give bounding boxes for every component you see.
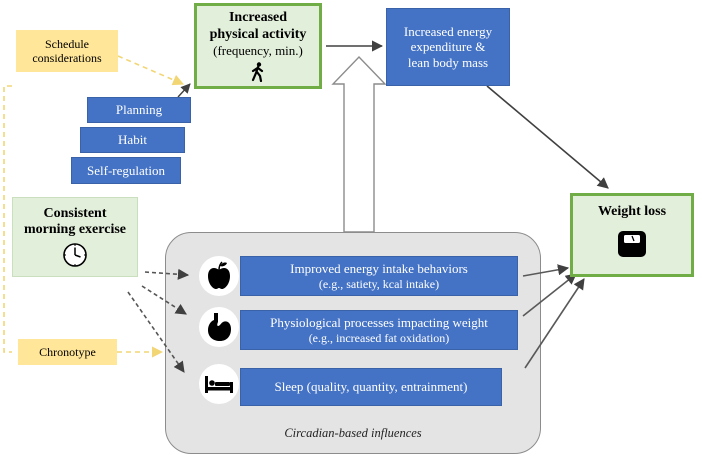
intake-behaviors-box: Improved energy intake behaviors (e.g., … <box>240 256 518 296</box>
planning-to-activity-arrow <box>177 83 191 98</box>
morning-exercise-box: Consistent morning exercise <box>12 197 138 277</box>
morning-exercise-line1: Consistent <box>43 205 107 221</box>
bed-icon <box>205 376 233 393</box>
activity-title-line2: physical activity <box>209 26 307 42</box>
chronotype-text: Chronotype <box>39 344 96 359</box>
sleep-to-weightloss-arrow <box>524 278 585 369</box>
apple-icon <box>208 261 230 289</box>
person-walking-icon <box>251 61 264 82</box>
chronotype-box: Chronotype <box>18 339 117 365</box>
morning-exercise-line2: morning exercise <box>24 222 126 237</box>
physiology-line1: Physiological processes impacting weight <box>270 315 488 330</box>
weight-loss-box: Weight loss <box>570 193 694 277</box>
energy-expenditure-box: Increased energy expenditure & lean body… <box>386 8 510 86</box>
sleep-line1: Sleep (quality, quantity, entrainment) <box>274 379 468 395</box>
planning-text: Planning <box>115 102 163 118</box>
exercise-to-intake-arrow <box>144 268 190 280</box>
circadian-to-activity-block-arrow <box>331 55 387 233</box>
circadian-label: Circadian-based influences <box>284 426 422 440</box>
intake-line1: Improved energy intake behaviors <box>290 261 468 276</box>
chronotype-loop-line <box>3 85 12 353</box>
schedule-considerations-box: Schedule considerations <box>16 30 118 72</box>
weight-loss-title: Weight loss <box>597 204 667 219</box>
stomach-icon <box>208 313 231 341</box>
self-regulation-text: Self-regulation <box>87 162 165 178</box>
activity-title-line1: Increased <box>228 10 288 26</box>
apple-icon-circle <box>199 256 239 296</box>
physiology-line2: (e.g., increased fat oxidation) <box>308 330 450 345</box>
intake-line2: (e.g., satiety, kcal intake) <box>318 276 440 291</box>
increased-activity-box: Increased physical activity (frequency, … <box>194 3 322 89</box>
expenditure-line3: lean body mass <box>407 54 489 70</box>
physiological-box: Physiological processes impacting weight… <box>240 310 518 350</box>
expenditure-to-weightloss-arrow <box>486 85 609 189</box>
bed-icon-circle <box>199 364 239 404</box>
exercise-to-sleep-arrow <box>127 291 185 373</box>
activity-sub: (frequency, min.) <box>213 42 303 58</box>
expenditure-line1: Increased energy <box>403 23 493 39</box>
planning-box: Planning <box>87 97 191 123</box>
schedule-to-activity-arrow <box>117 55 185 86</box>
habit-text: Habit <box>118 132 147 148</box>
stomach-icon-circle <box>199 307 239 347</box>
habit-box: Habit <box>80 127 185 153</box>
exercise-to-physiology-arrow <box>141 285 187 315</box>
sleep-box: Sleep (quality, quantity, entrainment) <box>240 368 502 406</box>
physiology-to-weightloss-arrow <box>522 273 577 317</box>
scale-icon <box>618 231 646 258</box>
self-regulation-box: Self-regulation <box>71 157 181 184</box>
schedule-text: Schedule considerations <box>32 36 102 65</box>
clock-icon <box>63 243 87 267</box>
intake-to-weightloss-arrow <box>522 264 570 277</box>
expenditure-line2: expenditure & <box>410 39 486 55</box>
